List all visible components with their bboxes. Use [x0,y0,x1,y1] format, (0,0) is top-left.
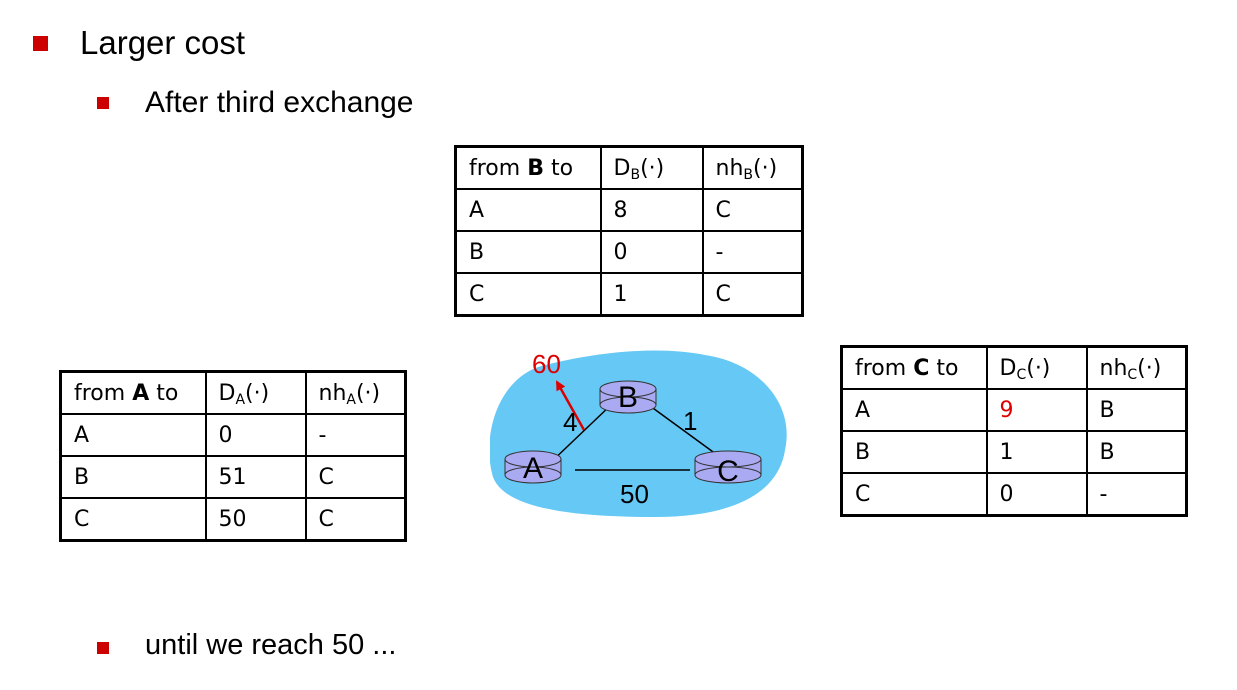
bullet-marker-level2 [97,97,109,109]
next-hop-cell: B [1085,388,1188,432]
next-hop-cell: C [701,188,804,232]
distance-cell: 1 [985,430,1088,474]
distance-cell: 1 [599,272,704,317]
router-c-label: C [717,455,739,488]
link-cost-bc: 1 [683,406,697,436]
distance-cell-changed: 9 [985,388,1088,432]
header-distance: DA(·) [204,370,307,415]
link-cost-ac: 50 [620,479,649,509]
distance-cell: 0 [599,230,704,274]
cost-change-arrow [555,380,586,431]
header-from: from A to [59,370,207,415]
dest-cell: B [59,455,207,499]
table-header-row: from C to DC(·) nhC(·) [840,345,1188,390]
router-a-label: A [523,452,543,485]
router-a: A [504,450,562,485]
link-cost-ab-new: 60 [532,349,561,379]
next-hop-cell: - [701,230,804,274]
network-topology-diagram: B A C 60 4 1 50 [490,349,787,517]
distance-cell: 51 [204,455,307,499]
router-b: B [599,380,657,414]
header-next-hop: nhA(·) [304,370,407,415]
dest-cell: A [840,388,988,432]
header-distance: DB(·) [599,145,704,190]
dest-cell: A [454,188,602,232]
router-b-label: B [618,381,638,414]
header-next-hop: nhB(·) [701,145,804,190]
next-hop-cell: - [1085,472,1188,517]
dest-cell: C [840,472,988,517]
distance-cell: 50 [204,497,307,542]
distance-cell: 8 [599,188,704,232]
distance-cell: 0 [985,472,1088,517]
dest-cell: B [840,430,988,474]
header-from: from B to [454,145,602,190]
header-distance: DC(·) [985,345,1088,390]
dest-cell: C [59,497,207,542]
bullet-marker-level1 [33,36,48,51]
bullet-marker-level2 [97,642,109,654]
bullet-text-until-50: until we reach 50 ... [145,629,397,661]
table-header-row: from B to DB(·) nhB(·) [454,145,804,190]
dest-cell: B [454,230,602,274]
bullet-text-larger-cost: Larger cost [80,24,246,61]
header-from: from C to [840,345,988,390]
router-c: C [694,450,762,488]
link-a-b [547,402,614,466]
link-cost-ab-old: 4 [563,407,577,437]
dest-cell: C [454,272,602,317]
next-hop-cell: B [1085,430,1188,474]
header-next-hop: nhC(·) [1085,345,1188,390]
distance-cell: 0 [204,413,307,457]
link-b-c [645,402,721,458]
dest-cell: A [59,413,207,457]
next-hop-cell: C [701,272,804,317]
next-hop-cell: C [304,497,407,542]
next-hop-cell: - [304,413,407,457]
next-hop-cell: C [304,455,407,499]
bullet-text-after-third-exchange: After third exchange [145,86,414,119]
table-header-row: from A to DA(·) nhA(·) [59,370,407,415]
